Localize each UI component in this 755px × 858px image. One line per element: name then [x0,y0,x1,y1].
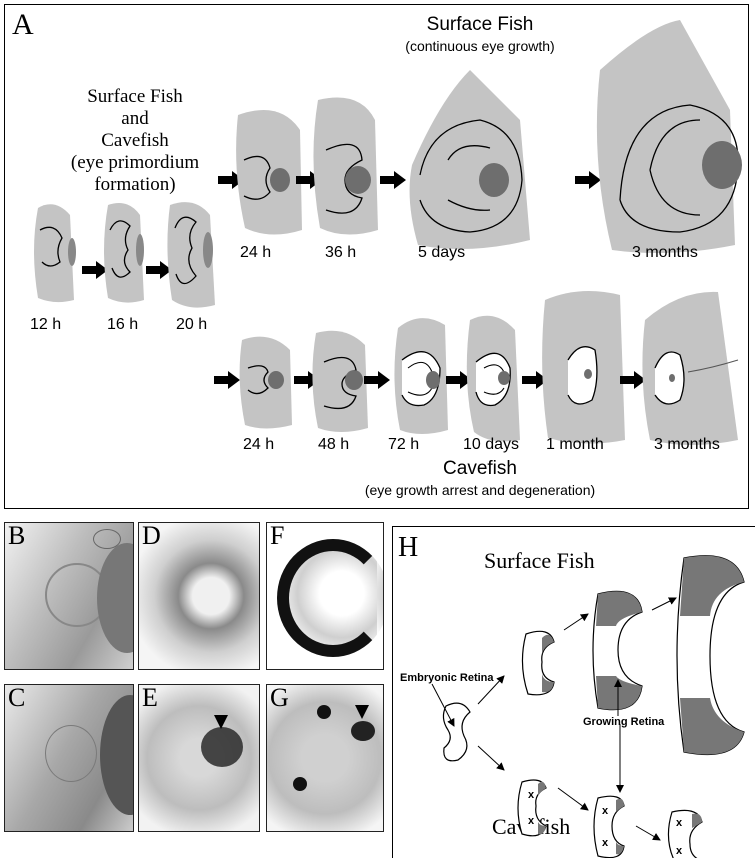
label-cave-72h: 72 h [388,436,419,454]
label-cave-24h: 24 h [243,436,274,454]
arrow-to-surface-retina [478,676,504,704]
label-surface-24h: 24 h [240,244,271,262]
cave-small-x-top: x [528,789,535,801]
cave-10days [467,316,520,442]
label-cave-1month: 1 month [546,436,604,454]
embryonic-retina-shape [443,703,470,761]
arrow-cave-1m-3m [620,371,646,389]
surface-3months [597,20,742,253]
label-12h: 12 h [30,316,61,334]
panel-f-micrograph: F [266,522,384,670]
arrow-5d-3m [575,171,601,189]
arrow-to-cave-retina [478,746,504,770]
cave-72h [394,318,448,434]
arrow-surface-mid-large [652,598,676,610]
surface-24h [236,110,302,235]
cave-small-x-bottom: x [528,815,535,827]
label-cave-3months: 3 months [654,436,720,454]
arrow-surface-small-mid [564,614,588,630]
label-16h: 16 h [107,316,138,334]
label-cave-48h: 48 h [318,436,349,454]
embryo-12h [34,204,76,302]
surface-36h [313,98,378,235]
label-surface-3months: 3 months [632,244,698,262]
panel-e-letter: E [142,684,158,713]
panel-f-letter: F [270,522,284,551]
cave-24h [240,337,292,429]
label-surface-5days: 5 days [418,244,465,262]
cave-mid-x-top: x [602,805,609,817]
label-surface-36h: 36 h [325,244,356,262]
cavefish-title: Cavefish [380,458,580,480]
label-cave-10days: 10 days [463,436,519,454]
cave-3months [642,292,738,445]
panel-e-micrograph: E [138,684,260,832]
arrow-cave-48-72 [364,371,390,389]
panel-d-micrograph: D [138,522,260,670]
label-20h: 20 h [176,316,207,334]
cave-1month [542,291,625,444]
panel-c-letter: C [8,684,25,713]
surface-5days [410,70,530,249]
arrow-cave-mid-large [636,826,660,840]
arrow-to-cave-24h [214,371,240,389]
cave-large-x-bottom: x [676,845,683,857]
panel-d-letter: D [142,522,161,551]
cave-48h [312,331,368,432]
panel-h-drawings: x x x x x x [392,526,755,858]
arrow-36-5d [380,171,406,189]
panel-g-micrograph: G [266,684,384,832]
cave-large-x-top: x [676,817,683,829]
panel-b-letter: B [8,522,25,551]
cavefish-subtitle: (eye growth arrest and degeneration) [300,482,660,498]
embryo-16h [104,203,144,303]
arrow-12-16 [82,261,108,279]
panel-c-micrograph: C [4,684,134,832]
arrow-cave-small-mid [558,788,588,810]
embryo-20h [167,202,215,307]
panel-b-micrograph: B [4,522,134,670]
cave-mid-x-bottom: x [602,837,609,849]
panel-g-letter: G [270,684,289,713]
